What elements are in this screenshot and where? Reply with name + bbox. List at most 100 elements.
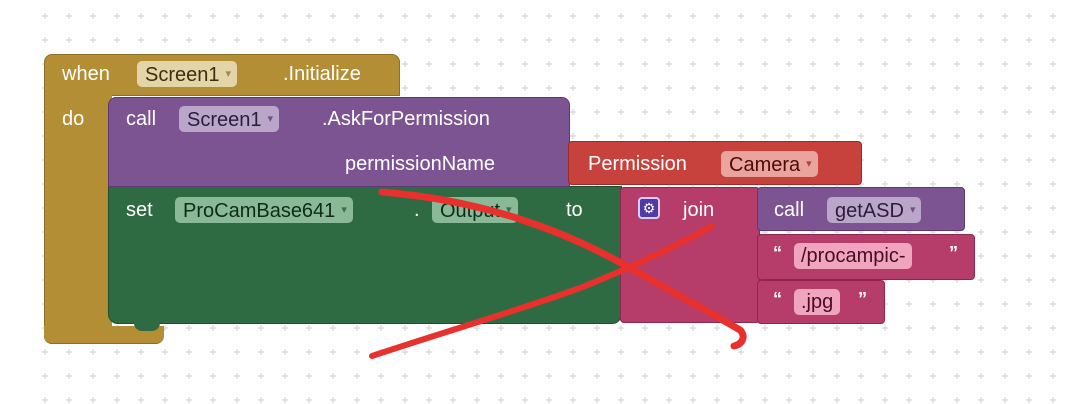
grid-cross	[90, 373, 96, 379]
grid-cross	[498, 349, 504, 355]
grid-cross	[282, 13, 288, 19]
grid-cross	[642, 133, 648, 139]
grid-cross	[882, 397, 888, 403]
grid-cross	[402, 37, 408, 43]
grid-cross	[834, 325, 840, 331]
grid-cross	[114, 37, 120, 43]
grid-cross	[522, 85, 528, 91]
grid-cross	[882, 61, 888, 67]
permission-label: Permission	[588, 153, 687, 175]
dropdown-arrow-icon: ▾	[909, 204, 916, 216]
grid-cross	[234, 325, 240, 331]
grid-cross	[834, 397, 840, 403]
grid-cross	[426, 325, 432, 331]
grid-cross	[642, 37, 648, 43]
grid-cross	[66, 37, 72, 43]
grid-cross	[330, 373, 336, 379]
screen1-call-component-dropdown[interactable]: Screen1 ▾	[179, 106, 280, 132]
grid-cross	[978, 349, 984, 355]
grid-cross	[354, 13, 360, 19]
text-value-field[interactable]: .jpg	[794, 289, 841, 315]
grid-cross	[1026, 37, 1032, 43]
grid-cross	[714, 373, 720, 379]
grid-cross	[354, 325, 360, 331]
grid-cross	[954, 301, 960, 307]
grid-cross	[978, 325, 984, 331]
grid-cross	[1002, 325, 1008, 331]
grid-cross	[738, 37, 744, 43]
text-value-field[interactable]: /procampic-	[794, 243, 913, 269]
grid-cross	[522, 325, 528, 331]
grid-cross	[282, 373, 288, 379]
grid-cross	[258, 325, 264, 331]
grid-cross	[1002, 13, 1008, 19]
grid-cross	[834, 373, 840, 379]
grid-cross	[882, 325, 888, 331]
dropdown-value: Output	[440, 199, 501, 222]
grid-cross	[1026, 397, 1032, 403]
grid-cross	[930, 373, 936, 379]
grid-cross	[138, 37, 144, 43]
grid-cross	[666, 85, 672, 91]
join-label: join	[683, 199, 715, 221]
grid-cross	[834, 37, 840, 43]
grid-cross	[138, 13, 144, 19]
call-keyword: call	[774, 199, 805, 221]
grid-cross	[546, 325, 552, 331]
grid-cross	[594, 397, 600, 403]
grid-cross	[834, 61, 840, 67]
mutator-gear-icon[interactable]: ⚙	[638, 197, 660, 219]
grid-cross	[1050, 229, 1056, 235]
grid-cross	[474, 37, 480, 43]
grid-cross	[402, 397, 408, 403]
grid-cross	[1026, 61, 1032, 67]
open-quote: “	[773, 289, 782, 309]
grid-cross	[426, 61, 432, 67]
grid-cross	[186, 349, 192, 355]
grid-cross	[498, 325, 504, 331]
dropdown-value: ProCamBase641	[183, 199, 336, 222]
grid-cross	[546, 349, 552, 355]
grid-cross	[786, 85, 792, 91]
grid-cross	[642, 85, 648, 91]
grid-cross	[882, 349, 888, 355]
grid-cross	[1026, 277, 1032, 283]
grid-cross	[954, 13, 960, 19]
open-quote: “	[773, 243, 782, 263]
grid-cross	[954, 373, 960, 379]
grid-cross	[402, 85, 408, 91]
grid-cross	[858, 61, 864, 67]
grid-cross	[1002, 133, 1008, 139]
grid-cross	[954, 37, 960, 43]
grid-cross	[426, 397, 432, 403]
grid-cross	[1026, 325, 1032, 331]
grid-cross	[834, 349, 840, 355]
getasd-procedure-dropdown[interactable]: getASD ▾	[827, 197, 922, 223]
grid-cross	[450, 85, 456, 91]
grid-cross	[1026, 349, 1032, 355]
grid-cross	[330, 13, 336, 19]
grid-cross	[714, 37, 720, 43]
grid-cross	[450, 397, 456, 403]
grid-cross	[450, 325, 456, 331]
screen1-event-component-dropdown[interactable]: Screen1 ▾	[137, 61, 238, 87]
grid-cross	[1002, 253, 1008, 259]
grid-cross	[858, 37, 864, 43]
grid-cross	[690, 397, 696, 403]
grid-cross	[378, 349, 384, 355]
grid-cross	[810, 373, 816, 379]
grid-cross	[498, 37, 504, 43]
grid-cross	[402, 349, 408, 355]
grid-cross	[306, 349, 312, 355]
grid-cross	[1002, 85, 1008, 91]
procambase641-component-dropdown[interactable]: ProCamBase641 ▾	[175, 197, 353, 223]
grid-cross	[354, 373, 360, 379]
output-property-dropdown[interactable]: Output ▾	[432, 197, 518, 223]
grid-cross	[1050, 181, 1056, 187]
grid-cross	[762, 13, 768, 19]
grid-cross	[930, 157, 936, 163]
grid-cross	[546, 37, 552, 43]
grid-cross	[90, 397, 96, 403]
permission-camera-dropdown[interactable]: Camera ▾	[721, 151, 818, 177]
grid-cross	[426, 13, 432, 19]
